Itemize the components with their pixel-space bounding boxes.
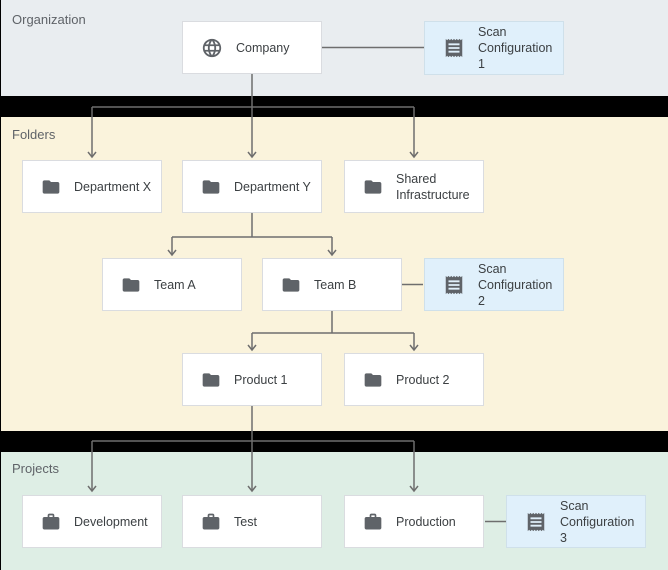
globe-icon	[201, 37, 223, 59]
organization-section-label: Organization	[12, 12, 86, 27]
node-label: Scan Configuration 2	[478, 261, 553, 308]
node-shared-infrastructure: Shared Infrastructure	[344, 160, 484, 213]
folder-icon	[363, 177, 383, 197]
node-label: Department Y	[234, 179, 311, 194]
node-test: Test	[182, 495, 322, 548]
node-department-x: Department X	[22, 160, 162, 213]
node-label: Product 2	[396, 372, 450, 387]
node-label: Scan Configuration 3	[560, 498, 635, 545]
node-label: Team B	[314, 277, 357, 292]
folders-section-label: Folders	[12, 127, 56, 142]
projects-section-label: Projects	[12, 461, 59, 476]
node-production: Production	[344, 495, 484, 548]
node-scan-configuration-3: Scan Configuration 3	[506, 495, 646, 548]
node-label: Department X	[74, 179, 152, 194]
node-label: Company	[236, 40, 290, 55]
organization-section-band	[0, 0, 668, 96]
node-scan-configuration-2: Scan Configuration 2	[424, 258, 564, 311]
node-company: Company	[182, 21, 322, 74]
node-team-a: Team A	[102, 258, 242, 311]
node-label: Development	[74, 514, 148, 529]
folder-icon	[41, 177, 61, 197]
section-divider-bar	[0, 96, 668, 117]
node-label: Product 1	[234, 372, 288, 387]
folder-icon	[201, 177, 221, 197]
briefcase-icon	[41, 512, 61, 532]
folder-icon	[281, 275, 301, 295]
folder-icon	[363, 370, 383, 390]
node-label: Test	[234, 514, 257, 529]
node-development: Development	[22, 495, 162, 548]
node-team-b: Team B	[262, 258, 402, 311]
node-label: Shared Infrastructure	[396, 171, 470, 202]
receipt-icon	[443, 274, 465, 296]
node-product-2: Product 2	[344, 353, 484, 406]
folder-icon	[121, 275, 141, 295]
image-left-edge-line	[0, 0, 1, 570]
briefcase-icon	[201, 512, 221, 532]
receipt-icon	[443, 37, 465, 59]
node-department-y: Department Y	[182, 160, 322, 213]
receipt-icon	[525, 511, 547, 533]
briefcase-icon	[363, 512, 383, 532]
node-label: Scan Configuration 1	[478, 25, 553, 71]
node-label: Production	[396, 514, 456, 529]
node-product-1: Product 1	[182, 353, 322, 406]
node-label: Team A	[154, 277, 196, 292]
folder-icon	[201, 370, 221, 390]
section-divider-bar	[0, 431, 668, 452]
node-scan-configuration-1: Scan Configuration 1	[424, 21, 564, 75]
